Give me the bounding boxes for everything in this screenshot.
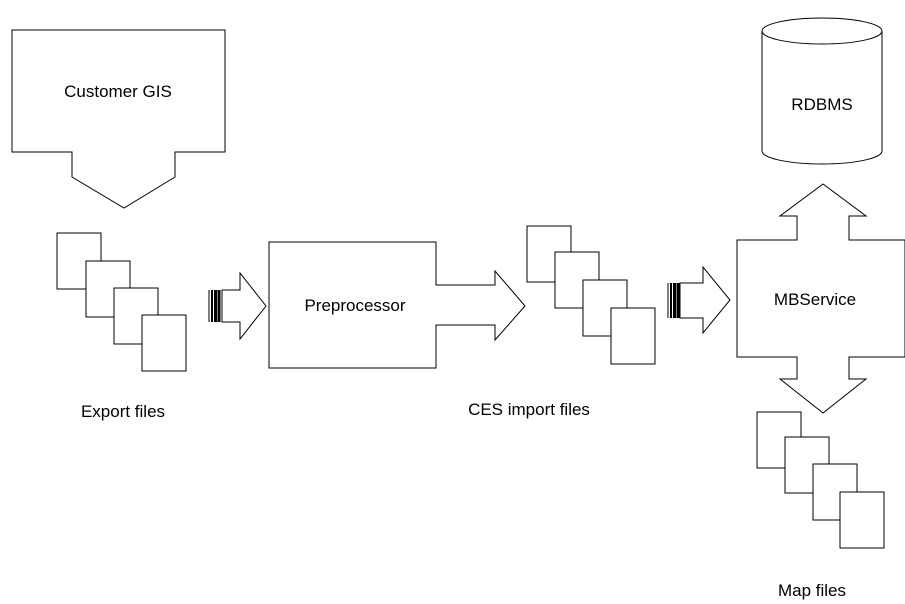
- preprocessor-node: Preprocessor: [268, 241, 526, 369]
- map-files-stack: Map files: [756, 411, 885, 600]
- striped-arrow-import-to-mbservice: [667, 265, 731, 335]
- rdbms-database-node: RDBMS: [761, 17, 883, 165]
- map-files-label: Map files: [778, 581, 846, 600]
- export-files-label: Export files: [81, 402, 165, 421]
- mbservice-label: MBService: [774, 290, 856, 309]
- preprocessor-label: Preprocessor: [304, 296, 405, 315]
- export-files-stack: Export files: [56, 232, 187, 421]
- ces-import-files-label: CES import files: [468, 400, 590, 419]
- ces-import-files-stack: CES import files: [468, 225, 656, 419]
- rdbms-label: RDBMS: [791, 95, 852, 114]
- customer-gis-label: Customer GIS: [64, 82, 172, 101]
- striped-arrow-export-to-preprocessor: [208, 271, 267, 341]
- customer-gis-node: Customer GIS: [11, 29, 226, 209]
- mbservice-node: MBService: [736, 183, 905, 414]
